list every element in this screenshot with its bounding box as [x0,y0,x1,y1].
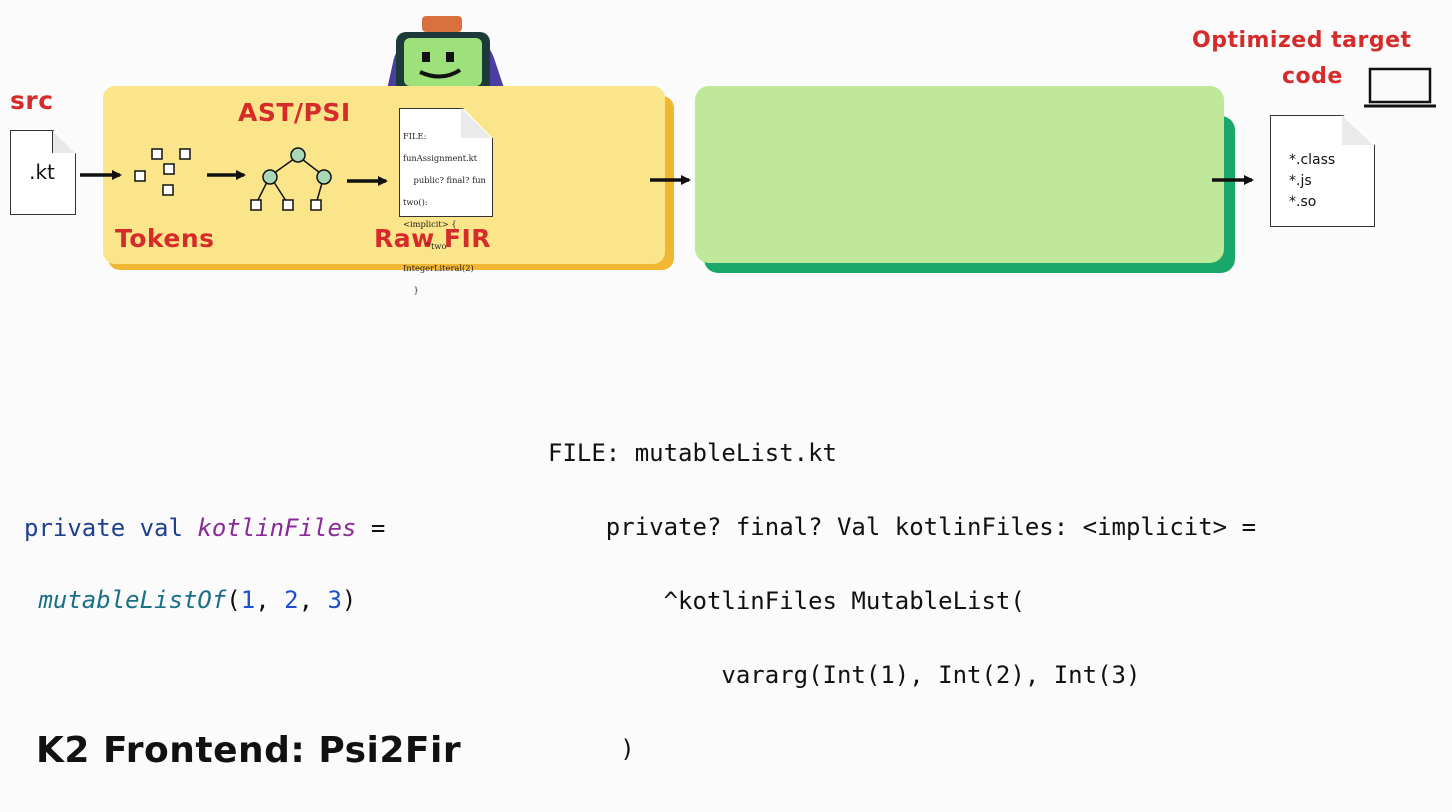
fir-doc-line: funAssignment.kt [403,153,478,163]
ast-psi-label: AST/PSI [238,98,351,127]
property-name: kotlinFiles [197,514,357,542]
tokens-label: Tokens [115,224,215,253]
fir-doc-line: two(): [403,197,428,207]
raw-fir-document-text: FILE: funAssignment.kt public? final? fu… [403,120,491,307]
keyword-private: private [24,514,126,542]
code-label: code [1282,64,1343,89]
number-literal: 3 [327,586,342,614]
fir-doc-line: FILE: [403,131,427,141]
arrows-layer [80,170,1254,186]
comma: , [298,586,328,614]
open-paren: ( [226,586,241,614]
fir-output-line: vararg(Int(1), Int(2), Int(3) [548,661,1141,689]
ast-tree-icon [250,147,332,211]
fir-doc-line: } [403,285,419,295]
tokens-icon [134,148,191,196]
number-literal: 1 [240,586,256,614]
source-code: private val kotlinFiles = mutableListOf(… [24,474,385,654]
comma: , [255,586,285,614]
optimized-target-label: Optimized target [1192,28,1412,53]
output-file-list: *.class *.js *.so [1289,150,1335,213]
fir-doc-line: <implicit> { [403,219,457,229]
source-code-line-1: private val kotlinFiles = [24,510,385,546]
src-label: src [10,86,54,115]
fir-output: FILE: mutableList.kt private? final? Val… [548,398,1256,805]
source-code-line-2: mutableListOf(1, 2, 3) [24,582,385,618]
slide-title: K2 Frontend: Psi2Fir [36,730,462,771]
close-paren: ) [341,586,357,614]
fir-output-line: private? final? Val kotlinFiles: <implic… [548,513,1257,541]
fir-output-line: ) [548,735,635,763]
frontend-stage [103,86,665,264]
output-file-item: *.class [1289,152,1336,168]
equals-sign: = [356,514,386,542]
number-literal: 2 [284,586,299,614]
fir-output-line: ^kotlinFiles MutableList( [548,587,1025,615]
robot-mascot-icon [386,16,506,94]
output-file-item: *.so [1289,194,1317,210]
laptop-icon [1364,67,1436,108]
fir-doc-line: IntegerLiteral(2) [403,263,474,273]
fir-doc-line: public? final? fun [403,175,486,185]
fir-output-line: FILE: mutableList.kt [548,439,837,467]
source-file-extension: .kt [29,160,55,184]
backend-stage [695,86,1224,263]
keyword-val: val [139,514,183,542]
output-file-item: *.js [1289,173,1312,189]
function-name: mutableListOf [38,586,227,614]
fir-doc-line: ^two [403,241,447,251]
raw-fir-label: Raw FIR [374,224,492,253]
